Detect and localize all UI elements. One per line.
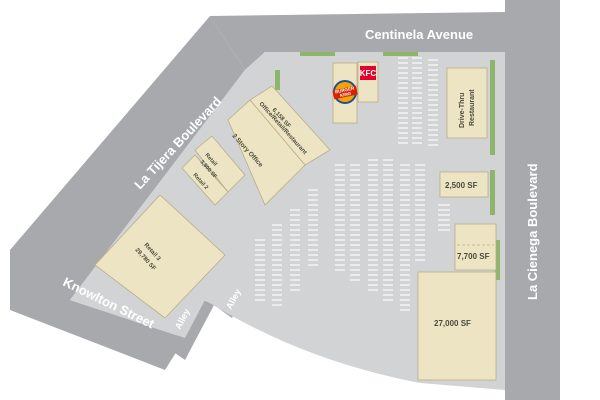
building-two-story-office[interactable] — [227, 99, 306, 206]
landscape-strip-right-mid — [490, 170, 495, 215]
label-7700-sf: 7,700 SF — [457, 252, 490, 261]
burger-king-logo-icon: BURGER KING — [332, 80, 358, 104]
parking-lot — [70, 52, 505, 390]
la-tijera-boulevard-road — [10, 16, 245, 300]
label-27000-sf: 27,000 SF — [434, 319, 471, 328]
la-cienega-boulevard-road — [505, 0, 560, 400]
centinela-avenue-road — [210, 12, 505, 70]
label-2500-sf: 2,500 SF — [445, 181, 478, 190]
parking-stalls — [255, 57, 450, 311]
building-27000-sf[interactable] — [417, 271, 497, 381]
label-drive-thru-1: Drive-Thru — [459, 93, 466, 128]
roads — [10, 0, 560, 400]
landscaping — [275, 52, 500, 280]
burger-king-logo-top: BURGER — [335, 85, 356, 94]
building-retail-2[interactable] — [181, 154, 229, 206]
landscape-strip-top — [300, 52, 335, 56]
building-retail-3[interactable] — [94, 194, 226, 319]
landscape-strip-right-top — [490, 60, 495, 155]
kfc-logo-text: KFC — [360, 69, 377, 78]
buildings — [94, 61, 497, 381]
landscape-strip-kfc — [383, 52, 418, 56]
kfc-logo-icon: KFC — [360, 66, 377, 80]
landscape-strip-right-low — [495, 240, 500, 280]
knowlton-street-road — [10, 250, 185, 370]
street-label-la-cienega: La Cienega Boulevard — [525, 163, 540, 300]
building-retail-3800[interactable] — [194, 135, 246, 193]
street-label-centinela: Centinela Avenue — [365, 27, 473, 42]
landscape-island-left — [275, 70, 280, 90]
building-7700-sf[interactable] — [454, 223, 497, 271]
label-drive-thru-2: Restaurant — [469, 89, 476, 126]
burger-king-logo-bottom: KING — [339, 91, 352, 98]
alley-left-road — [168, 298, 214, 360]
building-drive-thru-restaurant[interactable] — [446, 67, 488, 139]
building-2500-sf[interactable] — [439, 171, 489, 198]
